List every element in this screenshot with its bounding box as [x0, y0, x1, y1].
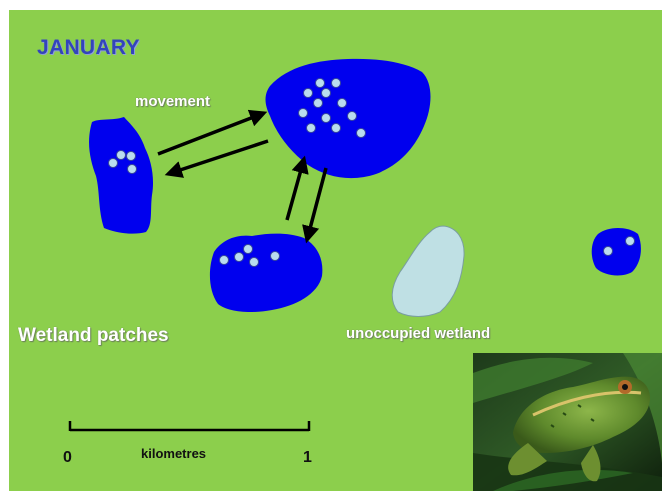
- frog-photo: [473, 353, 662, 491]
- frog-dot: [127, 152, 136, 161]
- frog-dot: [299, 109, 308, 118]
- frog-dot: [220, 256, 229, 265]
- wetland-unoccupied-patch: [392, 226, 464, 317]
- frog-dot: [244, 245, 253, 254]
- wetland-bottom-patch: [210, 234, 322, 312]
- frog-dot: [235, 253, 244, 262]
- frog-dot: [250, 258, 259, 267]
- frog-dot: [604, 247, 613, 256]
- arrow-bottom-to-top: [287, 159, 304, 220]
- movement-label: movement: [135, 93, 210, 110]
- frog-dot: [626, 237, 635, 246]
- frog-dot: [307, 124, 316, 133]
- frog-dot: [332, 124, 341, 133]
- scale-bar: [70, 421, 309, 431]
- frog-dot: [332, 79, 341, 88]
- scale-end-label: 1: [303, 449, 312, 467]
- frog-dot: [338, 99, 347, 108]
- arrow-top-to-bottom: [307, 168, 326, 240]
- frog-dot: [271, 252, 280, 261]
- frog-dot: [128, 165, 137, 174]
- frog-dot: [348, 112, 357, 121]
- scale-unit-label: kilometres: [141, 446, 206, 461]
- frog-eye-pupil: [622, 384, 628, 390]
- frog-dot: [322, 114, 331, 123]
- frog-dot: [322, 89, 331, 98]
- unoccupied-wetland-label: unoccupied wetland: [346, 325, 490, 342]
- wetland-left-patch: [89, 117, 153, 234]
- slide-title: JANUARY: [37, 36, 140, 60]
- frog-dot: [109, 159, 118, 168]
- frog-dot: [304, 89, 313, 98]
- wetland-right-patch: [592, 228, 641, 275]
- frog-dot: [314, 99, 323, 108]
- scale-start-label: 0: [63, 449, 72, 467]
- frog-dot: [316, 79, 325, 88]
- frog-dot: [117, 151, 126, 160]
- wetland-patches-label: Wetland patches: [18, 325, 169, 347]
- frog-dot: [357, 129, 366, 138]
